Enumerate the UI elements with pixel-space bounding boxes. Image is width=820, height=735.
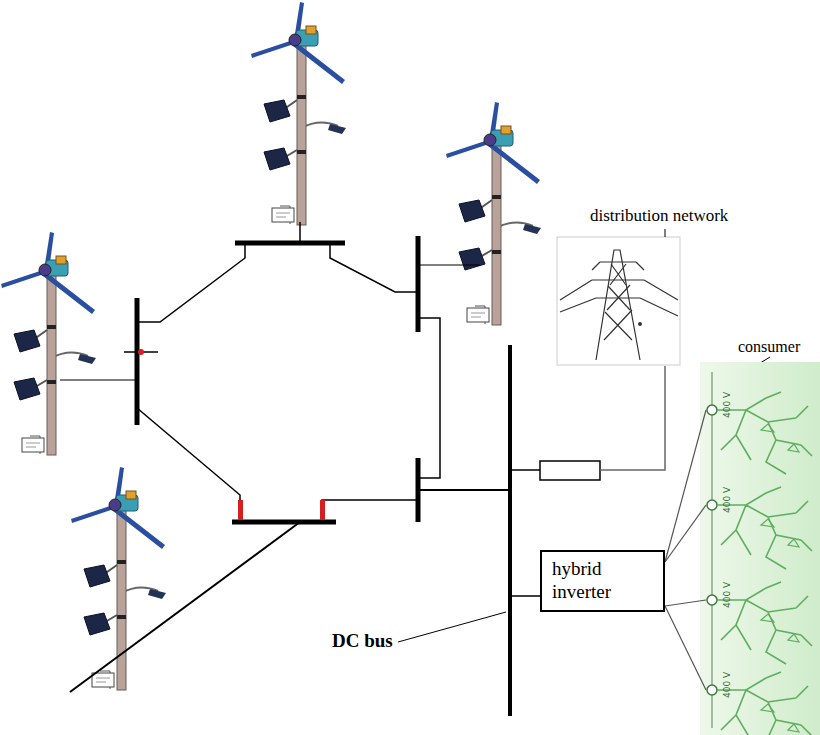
node-text: hybrid inverter bbox=[552, 558, 653, 604]
voltage-label: 400 V bbox=[722, 582, 732, 608]
voltage-label: 400 V bbox=[722, 487, 732, 513]
voltage-label: 400 V bbox=[722, 672, 732, 698]
bus-label: DC bus bbox=[332, 630, 393, 652]
consumer-label: consumer bbox=[738, 338, 800, 356]
inverter-box: hybrid inverter bbox=[540, 550, 665, 612]
pylon-label: distribution network bbox=[590, 206, 728, 226]
voltage-label: 400 V bbox=[722, 392, 732, 418]
